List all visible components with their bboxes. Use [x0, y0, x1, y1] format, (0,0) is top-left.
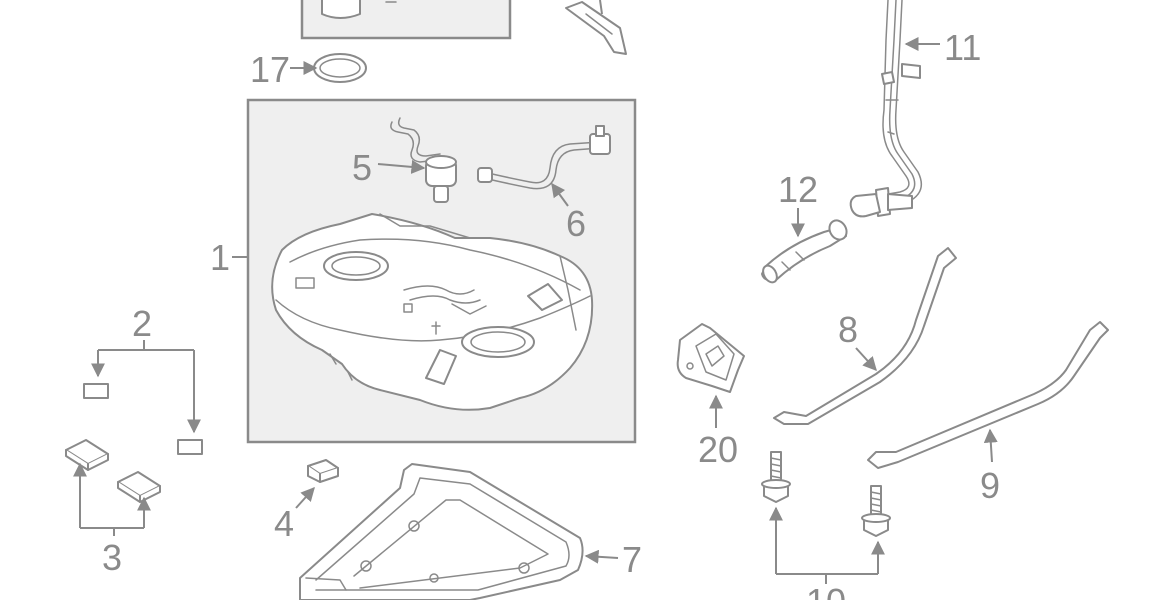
callout-6: 6: [566, 203, 586, 244]
leader-4: [295, 486, 315, 509]
part-7-tank-protector: [299, 463, 584, 600]
callout-7: 7: [622, 539, 642, 580]
part-6-wiring-harness: [477, 125, 611, 190]
callout-4: 4: [274, 503, 294, 544]
top-bracket-part: [565, 0, 627, 55]
callout-8: 8: [838, 309, 858, 350]
leader-5: [377, 159, 426, 174]
part-10-leaders: [769, 506, 885, 584]
part-10-bolt-b: [861, 485, 891, 537]
part-11-filler-pipe: [849, 0, 923, 218]
part-3-pad-b: [117, 471, 161, 503]
callout-11: 11: [944, 27, 981, 68]
part-10-bolt-a: [761, 451, 791, 503]
part-8-tank-strap: [773, 247, 957, 425]
part-4-cushion: [307, 459, 339, 483]
part-20-bracket: [676, 323, 745, 393]
leader-9: [983, 428, 998, 463]
leader-7: [584, 549, 619, 564]
leader-8: [855, 347, 877, 372]
callout-17: 17: [250, 49, 290, 90]
part-3-leaders: [73, 462, 151, 536]
callout-20: 20: [698, 429, 738, 470]
part-3-pad-a: [65, 439, 109, 471]
part-2-clip-b: [177, 439, 203, 455]
fuel-tank: [271, 213, 594, 411]
leader-6: [551, 182, 569, 207]
pump-module-box: [300, 0, 512, 40]
callout-1: 1: [210, 237, 230, 278]
part-9-tank-strap: [867, 321, 1109, 469]
callout-12: 12: [778, 169, 818, 210]
part-17-gasket-ring: [313, 53, 367, 83]
part-2-clip-a: [83, 383, 109, 399]
part-5-vent-valve: [390, 117, 457, 203]
callout-10: 10: [806, 581, 846, 600]
callout-5: 5: [352, 147, 372, 188]
callout-3: 3: [102, 537, 122, 578]
callout-2: 2: [132, 303, 152, 344]
callout-9: 9: [980, 465, 1000, 506]
part-12-filler-hose: [761, 219, 848, 284]
part-2-leaders: [91, 340, 201, 434]
